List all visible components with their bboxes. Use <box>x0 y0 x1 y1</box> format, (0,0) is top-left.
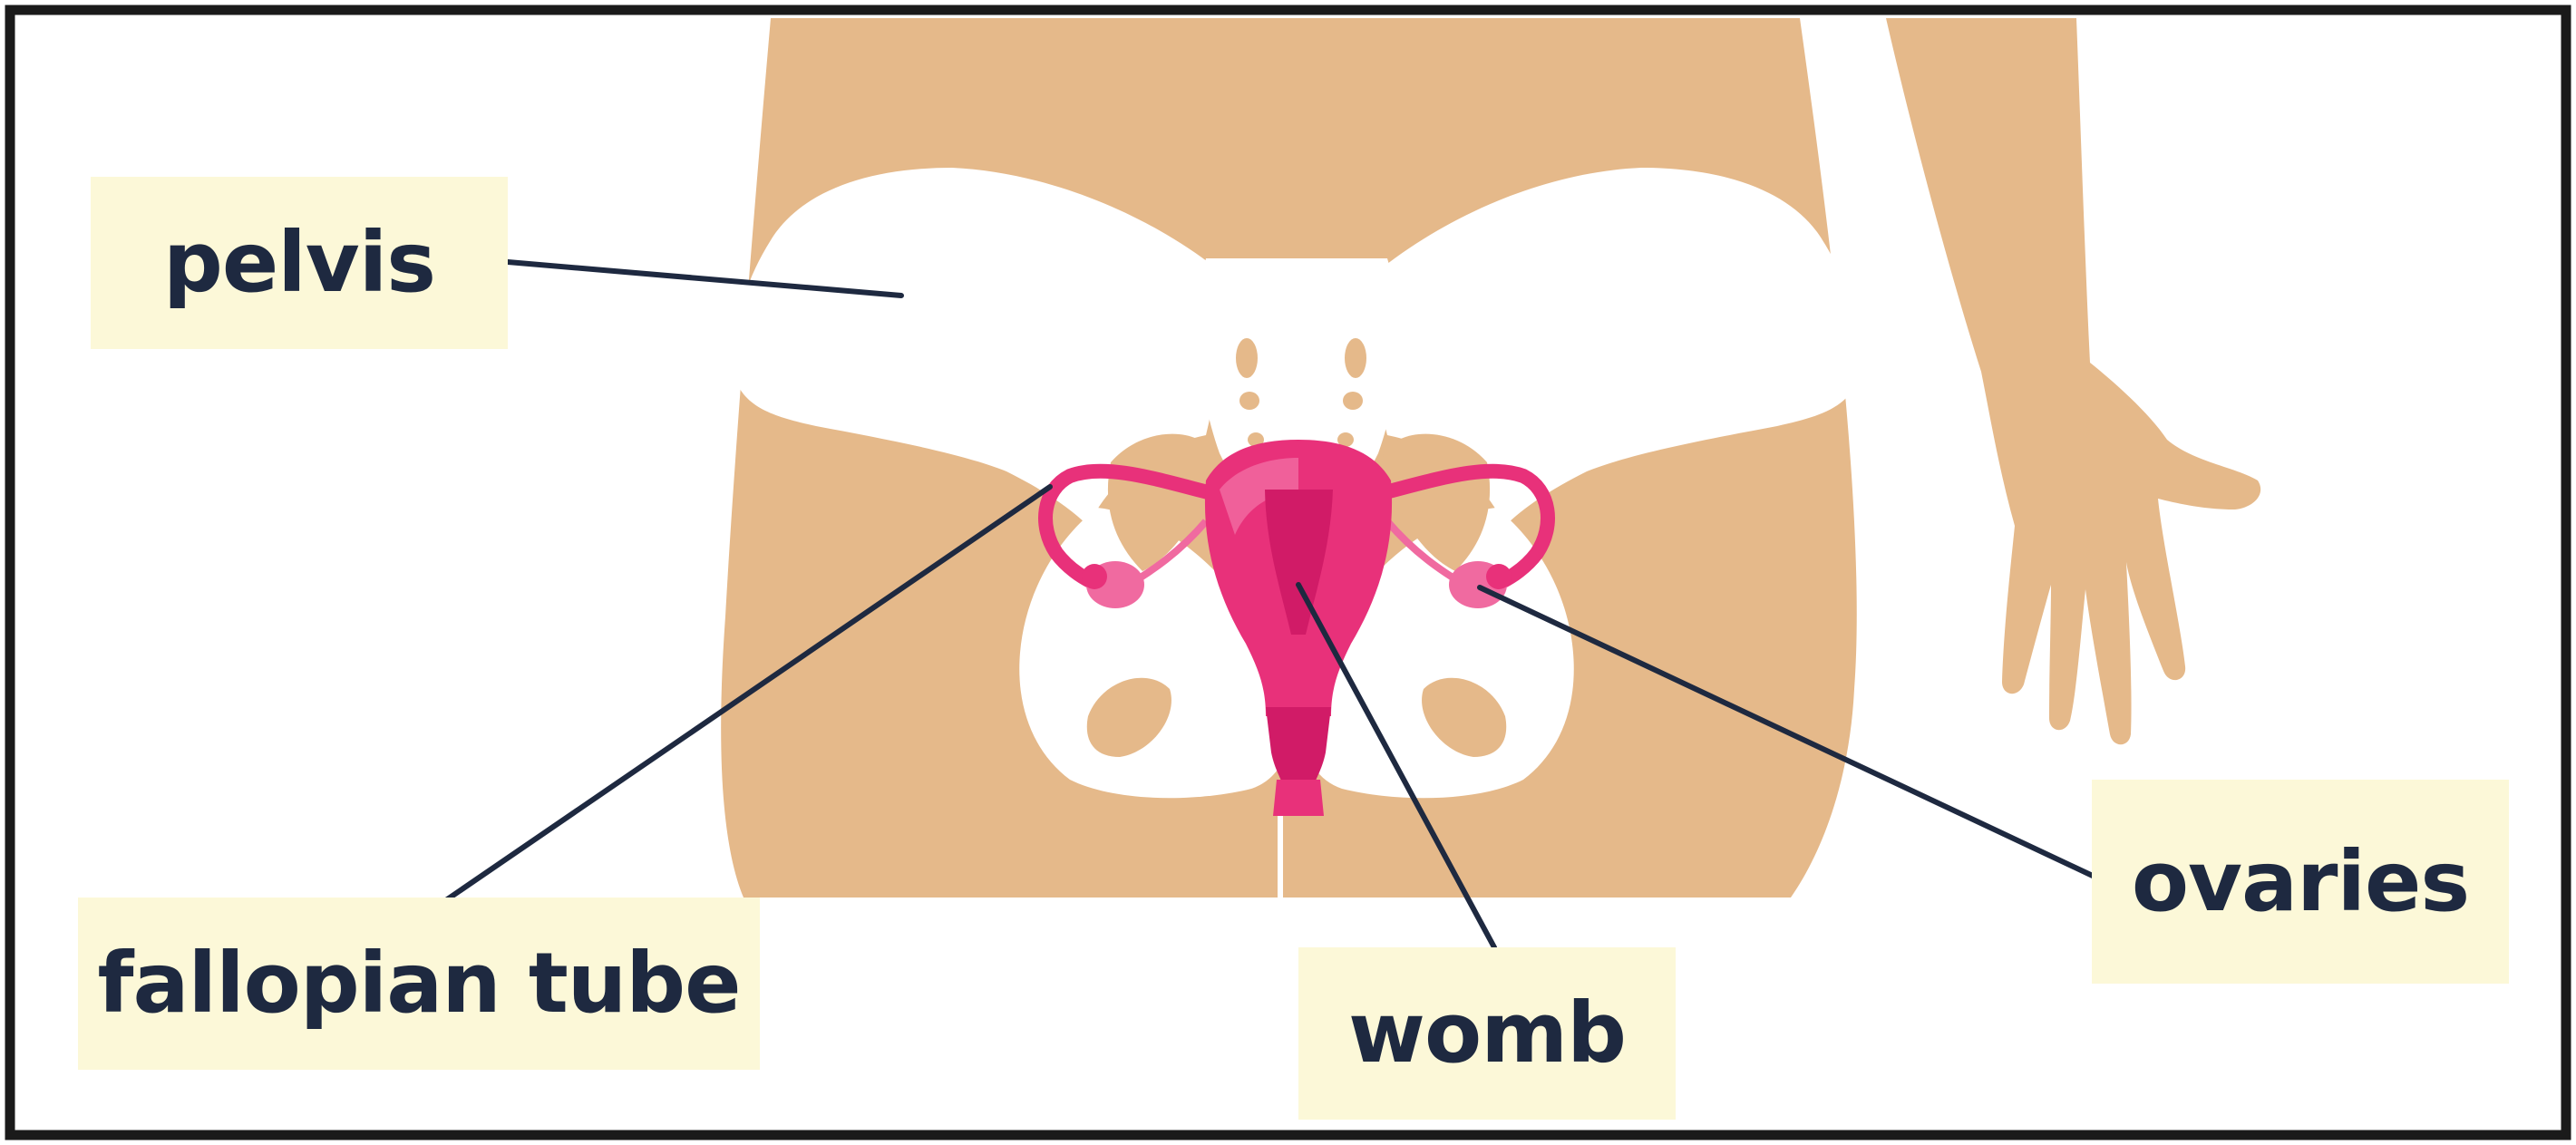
label-pelvis: pelvis <box>91 177 508 349</box>
fimbria-left <box>1082 564 1107 589</box>
arm-and-hand <box>1886 18 2260 744</box>
label-fallopian-tube-text: fallopian tube <box>97 942 740 1025</box>
label-womb: womb <box>1298 947 1676 1120</box>
sacral-foramen <box>1239 392 1259 410</box>
vagina <box>1273 780 1324 816</box>
label-ovaries-text: ovaries <box>2132 840 2469 924</box>
label-fallopian-tube: fallopian tube <box>78 898 760 1070</box>
sacral-foramen <box>1345 338 1366 378</box>
label-womb-text: womb <box>1348 992 1626 1075</box>
label-ovaries: ovaries <box>2092 780 2509 984</box>
sacral-foramen <box>1236 338 1258 378</box>
fimbria-right <box>1486 564 1512 589</box>
label-pelvis-text: pelvis <box>163 221 435 305</box>
sacral-foramen <box>1343 392 1363 410</box>
